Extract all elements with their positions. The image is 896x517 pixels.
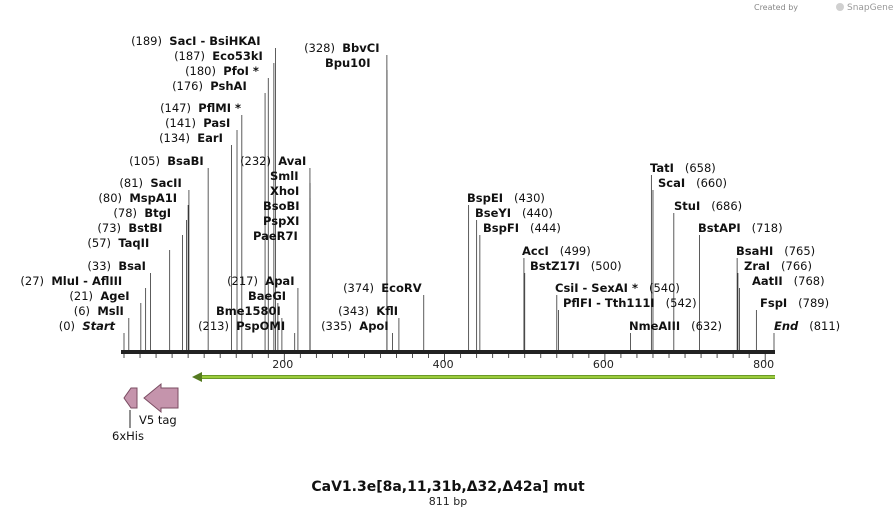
orf-arrow (192, 372, 775, 382)
scale-tick-label: 400 (433, 358, 454, 371)
site-label: (180) PfoI * (185, 64, 259, 78)
site-label: Bme1580I (216, 304, 281, 318)
site-label: (27) MluI - AflIII (20, 274, 122, 288)
site-label: (176) PshAI (172, 79, 247, 93)
site-label: (328) BbvCI (304, 41, 379, 55)
scale-tick-label: 800 (753, 358, 774, 371)
feature-label-v5: V5 tag (139, 413, 177, 427)
site-label: ScaI (660) (658, 176, 727, 190)
site-label: AatII (768) (752, 274, 825, 288)
site-label: AccI (499) (522, 244, 591, 258)
site-label: (78) BtgI (113, 206, 171, 220)
site-label: (374) EcoRV (343, 281, 422, 295)
site-labels: (0) Start(6) MslI(21) AgeI(27) MluI - Af… (20, 34, 840, 333)
site-label: BstAPI (718) (698, 221, 783, 235)
site-label: BspEI (430) (467, 191, 545, 205)
site-label: PspXI (263, 214, 299, 228)
site-label: ZraI (766) (744, 259, 812, 273)
map-length: 811 bp (429, 495, 467, 508)
site-label: (189) SacI - BsiHKAI (131, 34, 260, 48)
site-label: (141) PasI (165, 116, 230, 130)
scale-tick-label: 600 (593, 358, 614, 371)
sequence-backbone (121, 350, 775, 354)
site-label: (6) MslI (74, 304, 124, 318)
site-label: (21) AgeI (69, 289, 129, 303)
site-label: BseYI (440) (475, 206, 553, 220)
snapgene-logo-icon (836, 3, 844, 11)
site-label: (147) PflMI * (160, 101, 241, 115)
site-label: (80) MspA1I (98, 191, 177, 205)
site-label: (187) Eco53kI (174, 49, 263, 63)
site-label: End (811) (774, 319, 840, 333)
site-label: (33) BsaI (87, 259, 146, 273)
scale-ticks: 200 400 600 800 (123, 354, 774, 371)
site-label: (343) KflI (338, 304, 398, 318)
site-label: CsiI - SexAI * (540) (555, 281, 680, 295)
site-label: BaeGI (248, 289, 286, 303)
site-label: (134) EarI (159, 131, 223, 145)
site-label: Bpu10I (325, 56, 370, 70)
site-label: (0) Start (59, 319, 116, 333)
site-label: SmlI (270, 169, 299, 183)
site-label: BstZ17I (500) (530, 259, 622, 273)
site-label: (232) AvaI (240, 154, 306, 168)
site-label: (335) ApoI (321, 319, 389, 333)
site-label: (217) ApaI (227, 274, 294, 288)
feature-v5-tag (143, 382, 179, 414)
site-label: BspFI (444) (483, 221, 561, 235)
site-label: NmeAIII (632) (629, 319, 722, 333)
site-label: BsaHI (765) (736, 244, 815, 258)
feature-label-6xhis: 6xHis (112, 429, 144, 443)
site-label: StuI (686) (674, 199, 742, 213)
credit-text: Created by (754, 3, 798, 12)
site-label: PaeR7I (253, 229, 298, 243)
site-label: (57) TaqII (87, 236, 149, 250)
site-label: XhoI (270, 184, 299, 198)
site-label: TatI (658) (650, 161, 716, 175)
cut-lines (123, 48, 775, 350)
site-label: FspI (789) (760, 296, 829, 310)
site-label: PflFI - Tth111I (542) (563, 296, 697, 310)
scale-tick-label: 200 (272, 358, 293, 371)
map-title: CaV1.3e[8a,11,31b,Δ32,Δ42a] mut (311, 479, 585, 495)
site-label: (105) BsaBI (129, 154, 204, 168)
feature-6xhis (123, 387, 138, 409)
site-label: (73) BstBI (97, 221, 162, 235)
site-label: (213) PspOMI (198, 319, 285, 333)
site-label: (81) SacII (119, 176, 181, 190)
site-label: BsoBI (263, 199, 300, 213)
brand-text: SnapGene (847, 3, 894, 13)
